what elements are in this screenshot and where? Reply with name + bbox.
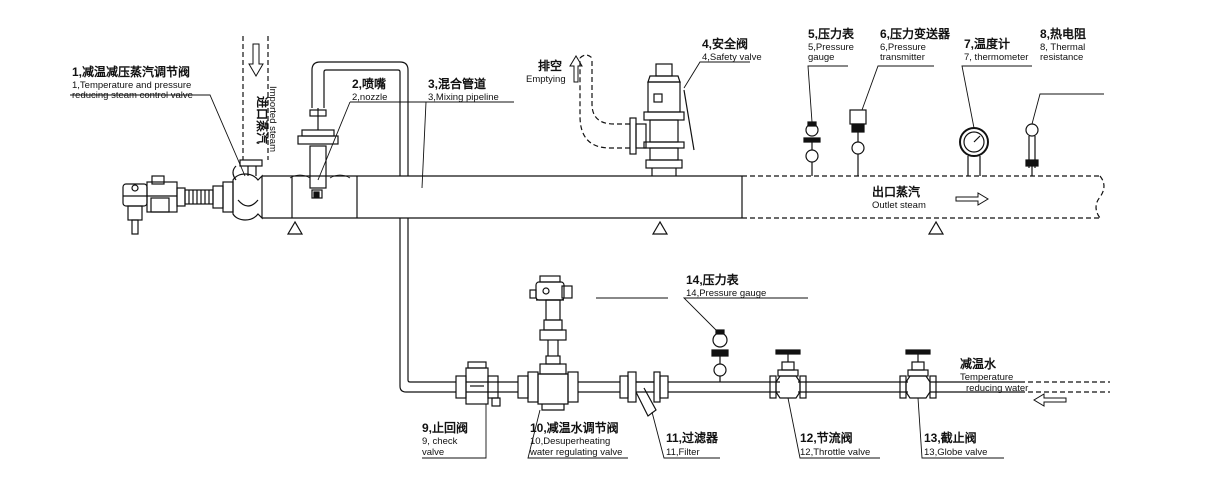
safety-valve <box>629 63 695 176</box>
label-3-en: 3,Mixing pipeline <box>428 92 499 103</box>
flow-water-en1: Temperature <box>960 372 1013 383</box>
label-9-cn: 9,止回阀 <box>422 420 468 435</box>
water-line <box>399 218 1020 393</box>
label-8-cn: 8,热电阻 <box>1040 26 1086 41</box>
label-6-en1: 6,Pressure <box>880 42 926 53</box>
label-11-en: 11,Filter <box>666 447 700 458</box>
nozzle-water-pipe <box>311 61 409 176</box>
label-13-cn: 13,截止阀 <box>924 430 977 445</box>
thermometer-7 <box>959 127 989 176</box>
pressure-gauge-5 <box>803 121 821 176</box>
label-6-cn: 6,压力变送器 <box>880 26 951 41</box>
label-12-cn: 12,节流阀 <box>800 430 853 445</box>
pressure-transmitter-6 <box>849 109 867 176</box>
label-14-en: 14,Pressure gauge <box>686 288 766 299</box>
label-6-en2: transmitter <box>880 52 925 63</box>
throttle-valve-12 <box>769 349 807 399</box>
inlet-pipe-dashed <box>242 36 269 160</box>
flow-outlet-en: Outlet steam <box>872 200 926 211</box>
label-2-en: 2,nozzle <box>352 92 387 103</box>
label-13-en: 13,Globe valve <box>924 447 987 458</box>
label-10-en1: 10,Desuperheating <box>530 436 610 447</box>
label-12-en: 12,Throttle valve <box>800 447 870 458</box>
flow-arrows <box>248 43 1067 407</box>
flow-exhaust-cn: 排空 <box>538 58 562 73</box>
label-8-en1: 8, Thermal <box>1040 42 1085 53</box>
label-2-cn: 2,喷嘴 <box>352 76 386 91</box>
label-7-en: 7, thermometer <box>964 52 1028 63</box>
exhaust-pipe-dashed <box>579 54 630 149</box>
outlet-pipe-dashed <box>742 175 1105 219</box>
globe-valve-13 <box>899 349 937 399</box>
flow-exhaust-en: Emptying <box>526 74 566 85</box>
label-3-cn: 3,混合管道 <box>428 76 486 91</box>
label-8-en2: resistance <box>1040 52 1083 63</box>
label-5-en2: gauge <box>808 52 834 63</box>
thermal-resistance-8 <box>1025 123 1039 176</box>
label-1-en1: 1,Temperature and pressure <box>72 80 191 91</box>
label-4-cn: 4,安全阀 <box>702 36 748 51</box>
check-valve-9 <box>455 361 501 407</box>
label-9-en2: valve <box>422 447 444 458</box>
leader-lines <box>70 61 1104 459</box>
water-regulating-valve-10 <box>517 275 579 411</box>
pipe-supports <box>286 220 945 235</box>
mixing-pipe <box>262 175 743 219</box>
label-10-cn: 10,减温水调节阀 <box>530 420 619 435</box>
pressure-gauge-14 <box>711 329 729 382</box>
label-9-en1: 9, check <box>422 436 458 447</box>
filter-11 <box>619 371 669 417</box>
label-1-en2: reducing steam control valve <box>72 90 193 101</box>
water-inlet-dashed <box>1020 381 1110 393</box>
nozzle-assembly <box>289 108 351 199</box>
label-10-en2: water regulating valve <box>529 447 622 458</box>
label-5-cn: 5,压力表 <box>808 26 855 41</box>
flow-water-en2: reducing water <box>966 383 1028 394</box>
labels: 1,减温减压蒸汽调节阀 1,Temperature and pressure r… <box>72 26 1086 458</box>
flow-inlet-cn: 进口蒸汽 <box>255 96 270 144</box>
label-14-cn: 14,压力表 <box>686 272 740 287</box>
label-5-en1: 5,Pressure <box>808 42 854 53</box>
steam-control-valve <box>122 159 263 235</box>
label-11-cn: 11,过滤器 <box>666 430 719 445</box>
label-1-cn: 1,减温减压蒸汽调节阀 <box>72 64 190 79</box>
label-4-en: 4,Safety valve <box>702 52 762 63</box>
flow-inlet-en: Imported steam <box>267 86 278 152</box>
label-7-cn: 7,温度计 <box>964 36 1010 51</box>
flow-outlet-cn: 出口蒸汽 <box>872 184 920 199</box>
flow-water-cn: 减温水 <box>960 356 997 371</box>
